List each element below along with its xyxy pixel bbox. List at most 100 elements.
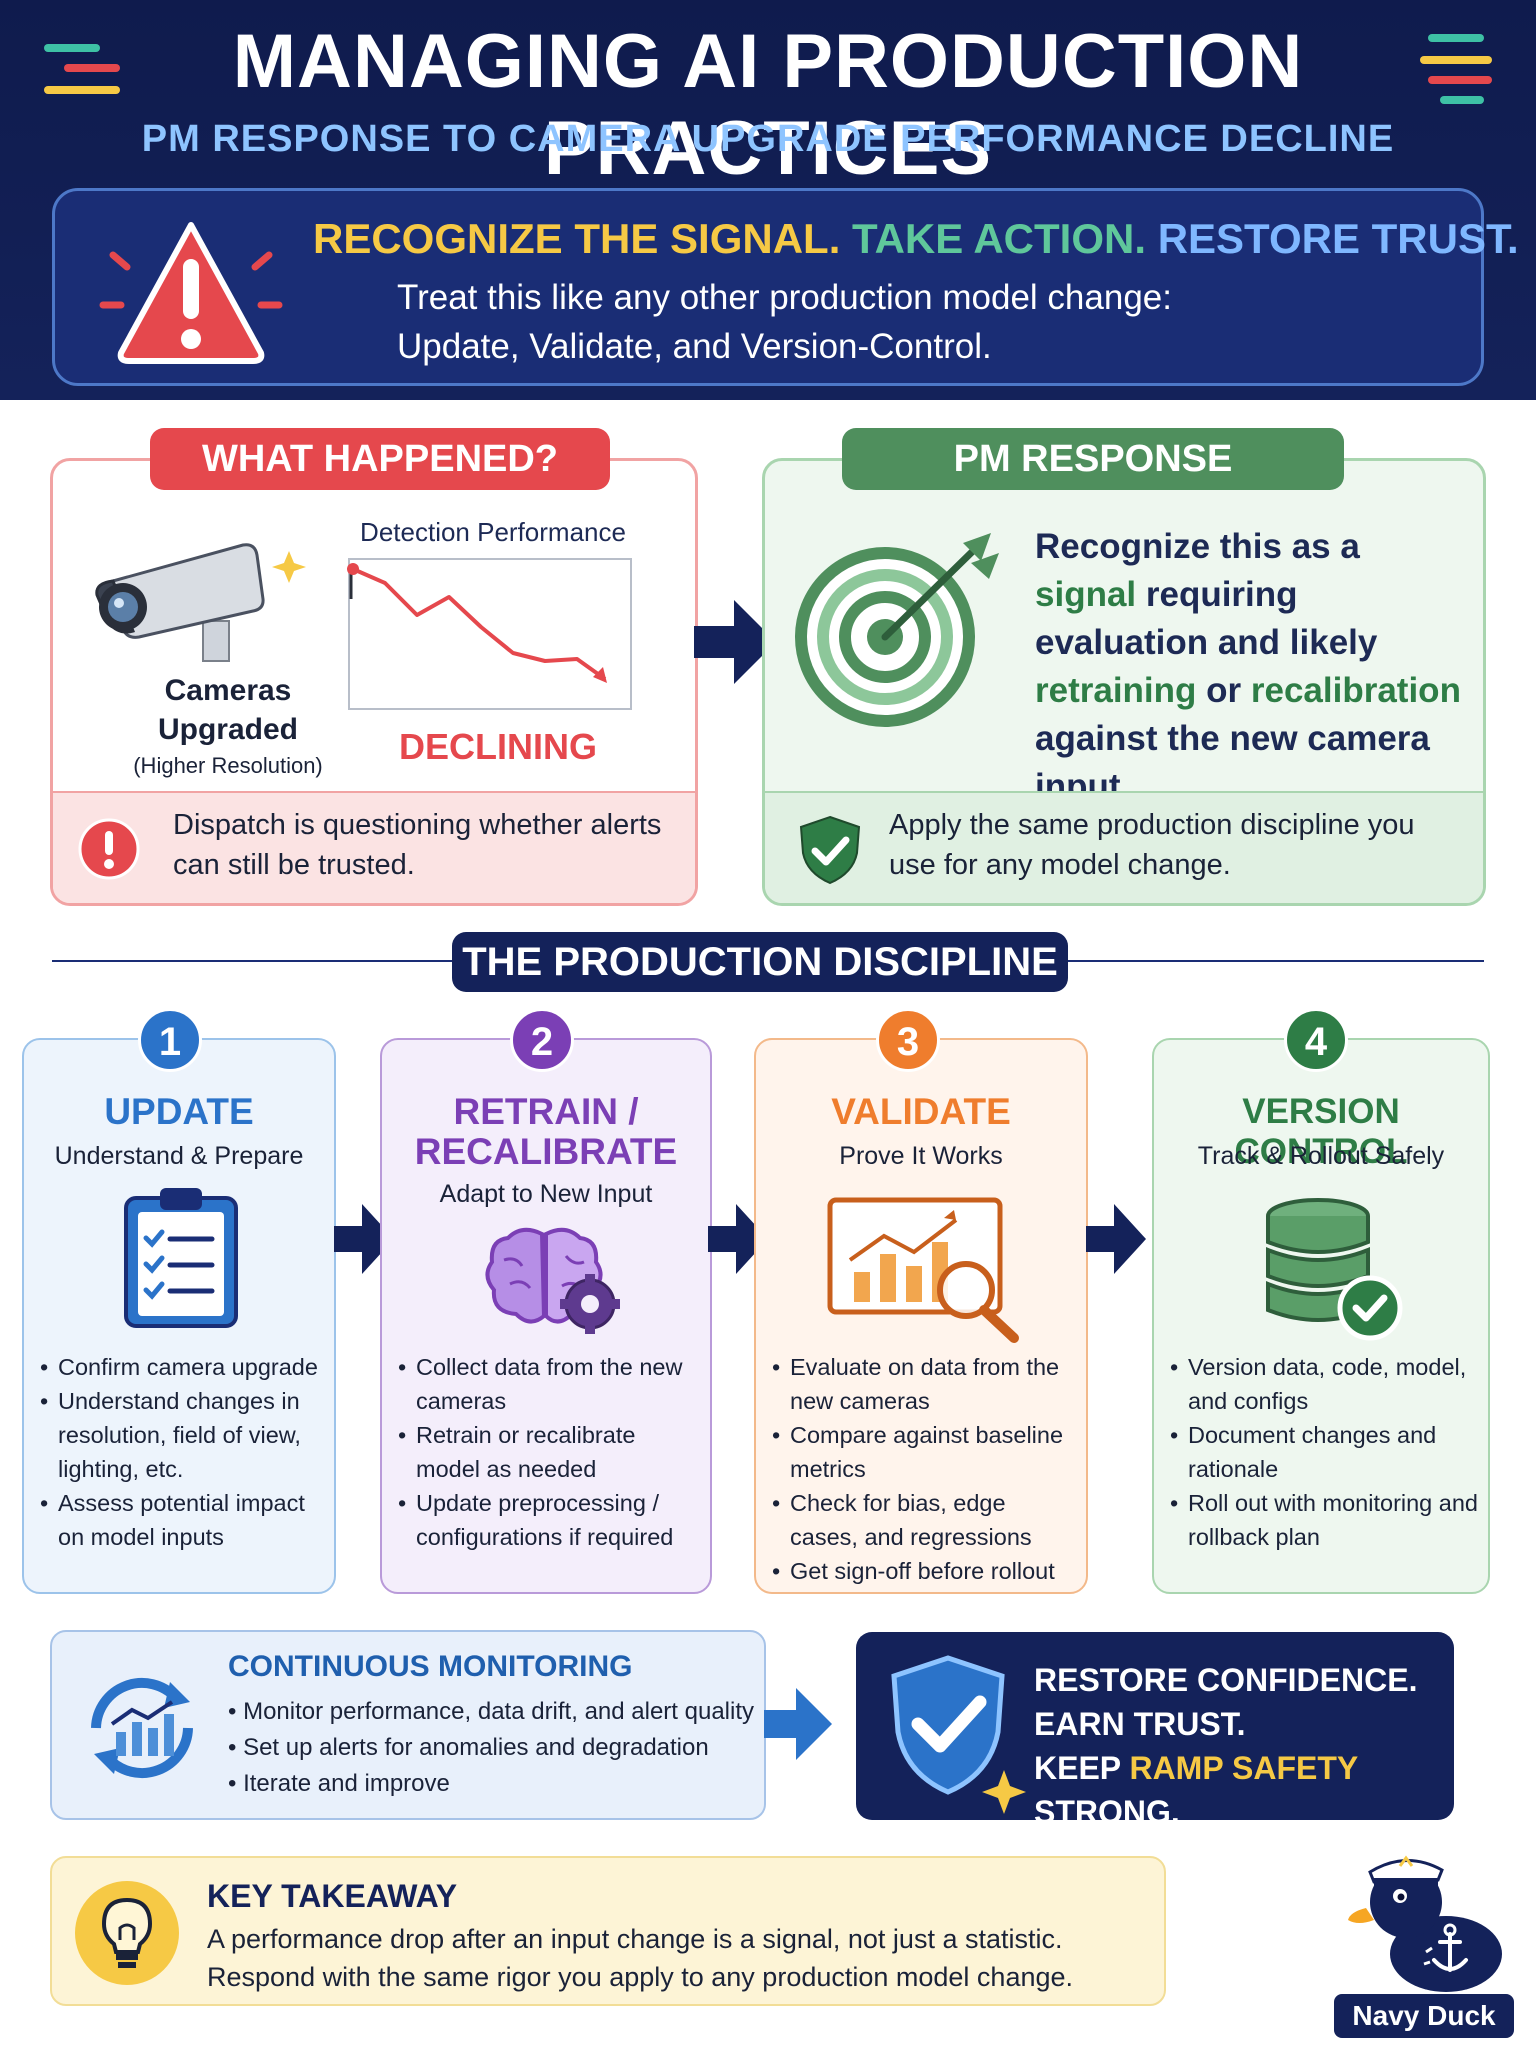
trust-text-part: STRONG. — [1034, 1794, 1180, 1830]
restore-text: RESTORE TRUST. — [1157, 215, 1519, 262]
what-happened-card: Cameras Upgraded (Higher Resolution) Det… — [50, 458, 698, 906]
list-item: Check for bias, edge cases, and regressi… — [772, 1486, 1076, 1554]
step-bullets: Version data, code, model, and configs D… — [1170, 1350, 1478, 1554]
trust-text-part: KEEP — [1034, 1750, 1130, 1786]
action-text: TAKE ACTION. — [852, 215, 1147, 262]
arrow-right-icon — [1086, 1204, 1146, 1274]
discipline-heading: THE PRODUCTION DISCIPLINE — [452, 932, 1068, 992]
step-title-line: RECALIBRATE — [414, 1131, 678, 1172]
monitoring-title: CONTINUOUS MONITORING — [228, 1650, 633, 1683]
arrow-right-icon — [708, 1204, 768, 1274]
list-item: Collect data from the new cameras — [398, 1350, 700, 1418]
trust-line: KEEP RAMP SAFETY STRONG. — [1034, 1746, 1454, 1834]
list-item: Update preprocessing / configurations if… — [398, 1486, 700, 1554]
step-number-badge: 3 — [876, 1008, 940, 1072]
response-text-emphasis: signal — [1035, 575, 1137, 614]
page-subtitle: PM RESPONSE TO CAMERA UPGRADE PERFORMANC… — [141, 118, 1395, 160]
header-band: MANAGING AI PRODUCTION PRACTICES PM RESP… — [0, 0, 1536, 400]
chart-title: Detection Performance — [360, 517, 626, 547]
step-validate-card: VALIDATE Prove It Works Evaluate on data… — [754, 1038, 1088, 1594]
trust-line: EARN TRUST. — [1034, 1706, 1246, 1742]
decor-dash — [64, 64, 120, 72]
shield-check-icon — [891, 1655, 1026, 1814]
takeaway-line: A performance drop after an input change… — [207, 1924, 1063, 1954]
banner-body-line: Treat this like any other production mod… — [397, 278, 1172, 317]
decor-dash — [1428, 34, 1484, 42]
step-number-badge: 1 — [138, 1008, 202, 1072]
brain-gear-icon — [485, 1227, 620, 1334]
target-icon — [795, 533, 999, 727]
response-text-emphasis: recalibration — [1250, 671, 1461, 710]
list-item: Retrain or recalibrate model as needed — [398, 1418, 700, 1486]
what-happened-heading: WHAT HAPPENED? — [150, 428, 610, 490]
response-text-part: against the new camera input. — [1035, 719, 1430, 806]
restore-confidence-card: RESTORE CONFIDENCE. EARN TRUST. KEEP RAM… — [856, 1632, 1454, 1830]
response-text-part: requiring evaluation and likely — [1035, 575, 1378, 662]
pm-response-text: Recognize this as a signal requiring eva… — [1035, 523, 1465, 811]
decor-dash — [1428, 76, 1492, 84]
response-text-emphasis: retraining — [1035, 671, 1197, 710]
monitoring-cycle-icon — [91, 1677, 193, 1779]
camera-sublabel: (Higher Resolution) — [133, 753, 323, 778]
declining-chart — [347, 558, 632, 710]
database-check-icon — [1266, 1198, 1403, 1341]
camera-label-line: Upgraded — [157, 713, 298, 746]
step-bullets: Evaluate on data from the new cameras Co… — [772, 1350, 1076, 1588]
list-item: Monitor performance, data drift, and ale… — [228, 1694, 754, 1730]
arrow-right-icon — [334, 1204, 394, 1274]
step-subtitle: Understand & Prepare — [54, 1142, 304, 1170]
takeaway-line: Respond with the same rigor you apply to… — [207, 1962, 1074, 1992]
camera-label-line: Cameras — [164, 674, 292, 707]
trust-message: RESTORE CONFIDENCE. EARN TRUST. KEEP RAM… — [1034, 1658, 1454, 1834]
takeaway-title: KEY TAKEAWAY — [207, 1878, 458, 1914]
chart-magnifier-icon — [827, 1197, 1019, 1343]
security-camera-icon — [95, 543, 306, 662]
decor-dash — [1440, 96, 1484, 104]
pm-response-card: Recognize this as a signal requiring eva… — [762, 458, 1486, 906]
recognize-text: RECOGNIZE THE SIGNAL. — [313, 215, 841, 262]
list-item: Evaluate on data from the new cameras — [772, 1350, 1076, 1418]
continuous-monitoring-card: CONTINUOUS MONITORING Monitor performanc… — [50, 1630, 766, 1820]
pm-response-footer: Apply the same production discipline you… — [765, 791, 1483, 903]
list-item: Get sign-off before rollout — [772, 1554, 1076, 1588]
list-item: Iterate and improve — [228, 1766, 754, 1802]
step-number-badge: 2 — [510, 1008, 574, 1072]
step-subtitle: Prove It Works — [839, 1142, 1003, 1170]
camera-label: Cameras Upgraded — [113, 671, 343, 749]
step-retrain-card: RETRAIN / RECALIBRATE Adapt to New Input… — [380, 1038, 712, 1594]
arrow-right-icon — [764, 1688, 832, 1760]
list-item: Roll out with monitoring and rollback pl… — [1170, 1486, 1478, 1554]
shield-check-icon — [799, 815, 861, 885]
decor-dash — [44, 44, 100, 52]
arrow-right-icon — [694, 600, 776, 684]
step-bullets: Confirm camera upgrade Understand change… — [40, 1350, 324, 1554]
trust-line: RESTORE CONFIDENCE. — [1034, 1662, 1418, 1698]
takeaway-text: A performance drop after an input change… — [207, 1920, 1157, 1996]
step-bullets: Collect data from the new cameras Retrai… — [398, 1350, 700, 1554]
declining-label: DECLINING — [399, 726, 597, 767]
ramp-safety-text: RAMP SAFETY — [1129, 1750, 1358, 1786]
signal-banner: RECOGNIZE THE SIGNAL. TAKE ACTION. RESTO… — [52, 188, 1519, 386]
list-item: Version data, code, model, and configs — [1170, 1350, 1478, 1418]
step-update-card: UPDATE Understand & Prepare Confirm came… — [22, 1038, 336, 1594]
list-item: Confirm camera upgrade — [40, 1350, 324, 1384]
banner-body: Treat this like any other production mod… — [397, 273, 1172, 371]
key-takeaway-card: KEY TAKEAWAY A performance drop after an… — [50, 1856, 1166, 2006]
step-title: VERSION CONTROL — [1234, 1092, 1408, 1171]
list-item: Compare against baseline metrics — [772, 1418, 1076, 1486]
step-number-badge: 4 — [1284, 1008, 1348, 1072]
decor-dash — [44, 86, 120, 94]
step-title: UPDATE — [104, 1091, 254, 1132]
page-title: MANAGING AI PRODUCTION PRACTICES — [232, 19, 1304, 191]
decor-dash — [1420, 56, 1492, 64]
step-title: RETRAIN / RECALIBRATE — [382, 1092, 710, 1172]
pm-response-heading: PM RESPONSE — [842, 428, 1344, 490]
response-text-part: or — [1196, 671, 1251, 710]
dispatch-concern: Dispatch is questioning whether alerts c… — [173, 809, 662, 881]
step-title-line: RETRAIN / — [453, 1091, 639, 1132]
warning-icon — [99, 222, 283, 364]
clipboard-checklist-icon — [124, 1188, 238, 1328]
step-title: VALIDATE — [831, 1091, 1011, 1132]
navy-duck-mascot-icon — [1348, 1855, 1502, 1992]
step-subtitle: Track & Rollout Safely — [1197, 1142, 1445, 1170]
